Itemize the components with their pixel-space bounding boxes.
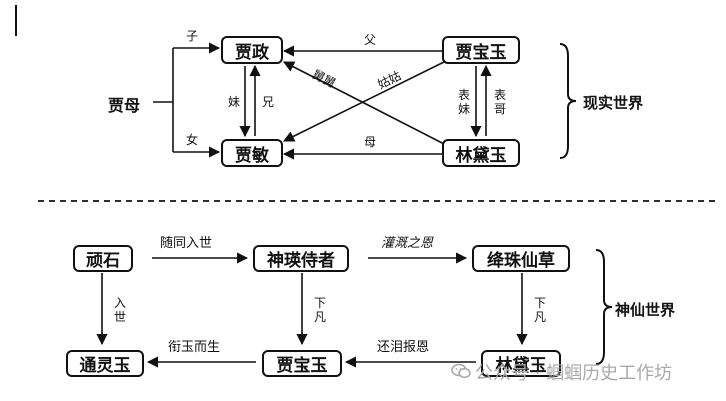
node-lin-daiyu-immortal: 林黛玉	[481, 350, 561, 377]
label-mother: 母	[364, 135, 377, 149]
label-enter-world: 入世	[113, 296, 126, 324]
node-stubborn-stone: 顽石	[73, 245, 133, 272]
watermark-text: 公众号 · 蝈蝈历史工作坊	[475, 363, 673, 384]
arrow-uncle	[283, 61, 449, 147]
immortal-world-label: 神仙世界	[615, 301, 676, 319]
label-descend-right: 下凡	[533, 296, 546, 324]
node-attendant: 神瑛侍者	[253, 245, 349, 272]
node-lin-daiyu-real: 林黛玉	[442, 139, 520, 167]
label-watering: 灌溉之恩	[381, 236, 434, 251]
label-cousin-sister: 表妹	[457, 88, 470, 116]
immortal-world-brace	[595, 249, 613, 365]
grandmother-branch-line	[153, 48, 174, 152]
wechat-icon	[451, 363, 471, 379]
label-cousin-brother: 表哥	[493, 88, 506, 116]
label-descend-left: 下凡	[313, 296, 326, 324]
label-daughter: 女	[186, 133, 199, 147]
node-jia-baoyu-immortal: 贾宝玉	[262, 350, 342, 377]
label-brother: 兄	[261, 95, 274, 109]
arrow-aunt	[282, 59, 449, 142]
label-accompany: 随同入世	[160, 236, 213, 251]
node-jia-baoyu-real: 贾宝玉	[442, 36, 520, 64]
node-jia-zheng: 贾政	[221, 36, 283, 64]
node-crimson-pearl-grass: 绛珠仙草	[472, 245, 570, 272]
real-world-brace	[559, 43, 577, 159]
label-son: 子	[186, 29, 199, 43]
grandmother-jia-label: 贾母	[108, 96, 141, 115]
label-father: 父	[364, 33, 377, 47]
node-jia-min: 贾敏	[221, 139, 283, 167]
node-tongling-jade: 通灵玉	[66, 350, 144, 377]
label-sister: 妹	[227, 95, 240, 109]
label-repay-tears: 还泪报恩	[377, 340, 430, 355]
real-world-label: 现实世界	[583, 94, 644, 112]
label-born-with-jade: 衔玉而生	[168, 340, 221, 355]
